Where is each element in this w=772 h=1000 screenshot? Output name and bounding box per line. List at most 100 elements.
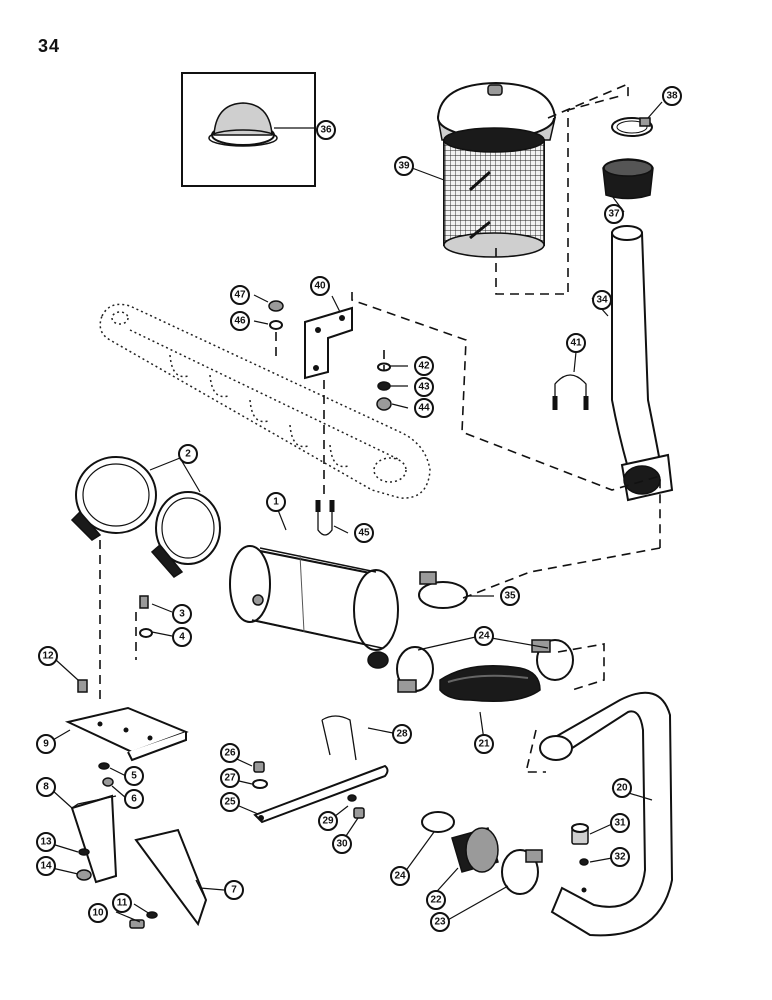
washer-29 (347, 794, 357, 802)
callout-40: 40 (310, 276, 330, 296)
callout-30: 30 (332, 834, 352, 854)
callout-14: 14 (36, 856, 56, 876)
nut-14 (76, 869, 92, 881)
air-cleaner-body (229, 545, 399, 669)
callout-label-32: 32 (614, 852, 626, 863)
callout-label-12: 12 (42, 651, 54, 662)
brace-25 (253, 764, 389, 824)
rain-cap-37 (602, 158, 654, 200)
hose-22 (451, 827, 499, 873)
u-bolt-28 (321, 715, 357, 761)
elbow-hose-21 (439, 664, 541, 702)
callout-label-40: 40 (314, 281, 326, 292)
callout-label-25: 25 (224, 797, 236, 808)
callout-label-4: 4 (179, 632, 185, 643)
callout-label-24-upper: 24 (478, 631, 490, 642)
callout-27: 27 (220, 768, 240, 788)
callout-label-45: 45 (358, 528, 370, 539)
callout-47: 47 (230, 285, 250, 305)
u-bolt-41 (552, 374, 589, 410)
air-cleaner-element (437, 81, 556, 258)
callout-label-24-lower: 24 (394, 871, 406, 882)
callout-label-3: 3 (179, 609, 185, 620)
callout-label-14: 14 (40, 861, 52, 872)
callout-label-39: 39 (398, 161, 410, 172)
callout-label-38: 38 (666, 91, 678, 102)
callout-42: 42 (414, 356, 434, 376)
callout-label-1: 1 (273, 497, 279, 508)
hose-clamp-38 (611, 117, 653, 137)
washer-43 (377, 381, 391, 391)
callout-label-36: 36 (320, 125, 332, 136)
bracket-7 (134, 828, 208, 927)
band-clamps-2 (70, 456, 221, 578)
washer-32 (579, 858, 589, 866)
callout-4: 4 (172, 627, 192, 647)
dashed-connectors (99, 82, 661, 773)
bracket-8 (70, 794, 118, 884)
callout-45: 45 (354, 523, 374, 543)
callout-label-10: 10 (92, 908, 104, 919)
callout-9: 9 (36, 734, 56, 754)
callout-label-27: 27 (224, 773, 236, 784)
callout-24-upper: 24 (474, 626, 494, 646)
u-bolt-45 (315, 500, 335, 536)
plate-9 (64, 706, 189, 762)
callout-label-22: 22 (430, 895, 442, 906)
callout-2: 2 (178, 444, 198, 464)
nut-30 (353, 807, 365, 819)
hose-clamp-24a (396, 646, 434, 693)
callout-label-34: 34 (596, 295, 608, 306)
callout-31: 31 (610, 813, 630, 833)
callout-label-31: 31 (614, 818, 626, 829)
callout-label-44: 44 (418, 403, 430, 414)
inset-box-cap (181, 72, 316, 187)
hose-20 (539, 691, 674, 937)
nut-44 (376, 397, 392, 411)
callout-label-35: 35 (504, 591, 516, 602)
callout-44: 44 (414, 398, 434, 418)
callout-37: 37 (604, 204, 624, 224)
callout-label-30: 30 (336, 839, 348, 850)
callout-20: 20 (612, 778, 632, 798)
callout-1: 1 (266, 492, 286, 512)
callout-34: 34 (592, 290, 612, 310)
callout-26: 26 (220, 743, 240, 763)
callout-7: 7 (224, 880, 244, 900)
callout-8: 8 (36, 777, 56, 797)
bolt-3 (139, 595, 149, 609)
callout-46: 46 (230, 311, 250, 331)
callout-label-8: 8 (43, 782, 49, 793)
callout-label-29: 29 (322, 816, 334, 827)
callout-label-9: 9 (43, 739, 49, 750)
callout-39: 39 (394, 156, 414, 176)
washer-5 (98, 762, 110, 770)
callout-label-2: 2 (185, 449, 191, 460)
callout-11: 11 (112, 893, 132, 913)
callout-label-13: 13 (40, 837, 52, 848)
callout-label-43: 43 (418, 382, 430, 393)
callout-41: 41 (566, 333, 586, 353)
nut-47 (268, 300, 284, 312)
bolt-10 (129, 919, 145, 929)
callout-label-21: 21 (478, 739, 490, 750)
callout-32: 32 (610, 847, 630, 867)
callout-21: 21 (474, 734, 494, 754)
callout-label-37: 37 (608, 209, 620, 220)
hose-clamp-23 (501, 849, 543, 895)
callout-3: 3 (172, 604, 192, 624)
washer-13 (78, 848, 90, 856)
callout-25: 25 (220, 792, 240, 812)
callout-label-23: 23 (434, 917, 446, 928)
callout-38: 38 (662, 86, 682, 106)
callout-13: 13 (36, 832, 56, 852)
sensor-31 (571, 823, 589, 845)
exhaust-manifold (99, 303, 431, 499)
callout-5: 5 (124, 766, 144, 786)
callout-43: 43 (414, 377, 434, 397)
callout-label-28: 28 (396, 729, 408, 740)
callout-29: 29 (318, 811, 338, 831)
callout-35: 35 (500, 586, 520, 606)
hose-clamp-35 (418, 571, 468, 609)
